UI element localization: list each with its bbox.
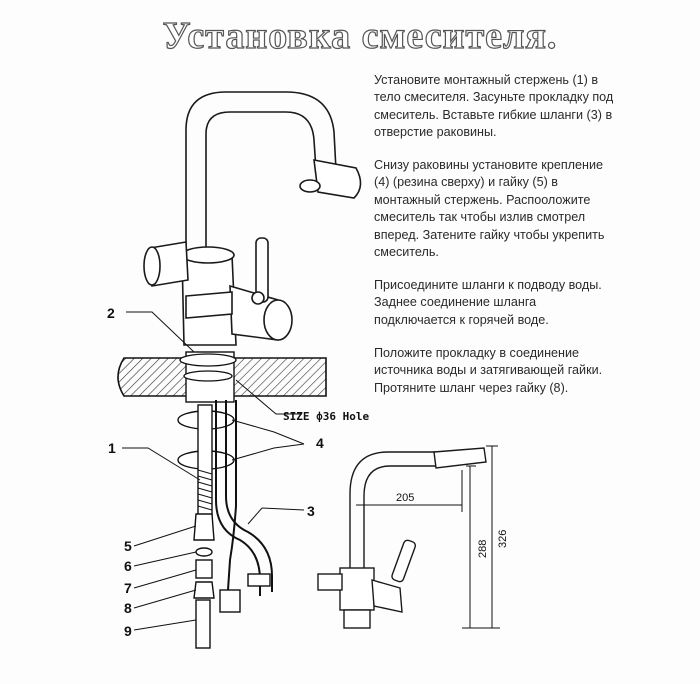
callout-2: 2 xyxy=(107,305,115,321)
countertop-section xyxy=(117,351,327,403)
instruction-line: смеситель. Вставьте гибкие шланги (3) в xyxy=(374,107,613,122)
page-title: Установка смесителя. xyxy=(162,14,558,57)
side-body xyxy=(339,567,375,611)
dimension-height-total: 326 xyxy=(497,530,509,548)
dimension-reach: 205 xyxy=(396,492,414,504)
instruction-line: смеситель. xyxy=(374,245,439,260)
hose-fitting xyxy=(247,573,271,587)
side-handle xyxy=(317,573,343,591)
instruction-line: Снизу раковины установите крепление xyxy=(374,158,603,172)
washer xyxy=(195,547,213,557)
instruction-line: подключается к горячей воде. xyxy=(374,312,549,327)
coupling xyxy=(195,559,213,579)
instruction-line: Присоедините шланги к подводу воды. xyxy=(374,278,602,292)
hose-nut xyxy=(193,581,215,599)
callout-8: 8 xyxy=(124,600,132,616)
instruction-line: смеситель так чтобы излив смотрел xyxy=(374,210,586,225)
callout-1: 1 xyxy=(108,440,116,456)
leader-lines xyxy=(122,311,305,631)
instruction-line: Установите монтажный стержень (1) в xyxy=(374,73,599,87)
hole-size-label: SIZE ф36 Hole xyxy=(283,410,369,423)
dimension-height-inner: 288 xyxy=(477,540,489,558)
instruction-line: Протяните шланг через гайку (8). xyxy=(374,380,569,395)
callout-4: 4 xyxy=(316,435,324,451)
side-lever xyxy=(391,539,417,583)
instruction-line: тело смесителя. Засуньте прокладку под xyxy=(374,90,614,105)
supply-pipe xyxy=(195,599,211,649)
mounting-parts xyxy=(177,400,273,649)
instruction-line: источника воды и затягивающей гайки. xyxy=(374,363,603,378)
spout-nozzle xyxy=(313,159,362,199)
instruction-line: Положите прокладку в соединение xyxy=(374,346,580,360)
callout-6: 6 xyxy=(124,558,132,574)
faucet-drawing xyxy=(143,91,362,346)
callout-5: 5 xyxy=(124,538,132,554)
instruction-line: Заднее соединение шланга xyxy=(374,295,537,310)
dimension-lines xyxy=(356,445,500,629)
instruction-line: отверстие раковины. xyxy=(374,125,497,140)
instruction-line: (4) (резина сверху) и гайку (5) в xyxy=(374,175,558,190)
mounting-nut xyxy=(193,513,215,541)
instruction-step-4: Положите прокладку в соединение источник… xyxy=(374,345,674,397)
dimension-drawing xyxy=(317,447,487,629)
instruction-step-2: Снизу раковины установите крепление (4) … xyxy=(374,157,674,261)
instruction-step-1: Установите монтажный стержень (1) в тело… xyxy=(374,72,674,142)
callout-3: 3 xyxy=(307,503,315,519)
callout-7: 7 xyxy=(124,580,132,596)
hose-fitting xyxy=(219,589,241,613)
instruction-step-3: Присоедините шланги к подводу воды. Задн… xyxy=(374,277,674,329)
callout-9: 9 xyxy=(124,623,132,639)
instruction-line: монтажный стержень. Распооложите xyxy=(374,192,591,207)
threaded-rod xyxy=(197,404,213,516)
instruction-line: вперед. Затените гайку чтобы укрепить xyxy=(374,227,605,242)
